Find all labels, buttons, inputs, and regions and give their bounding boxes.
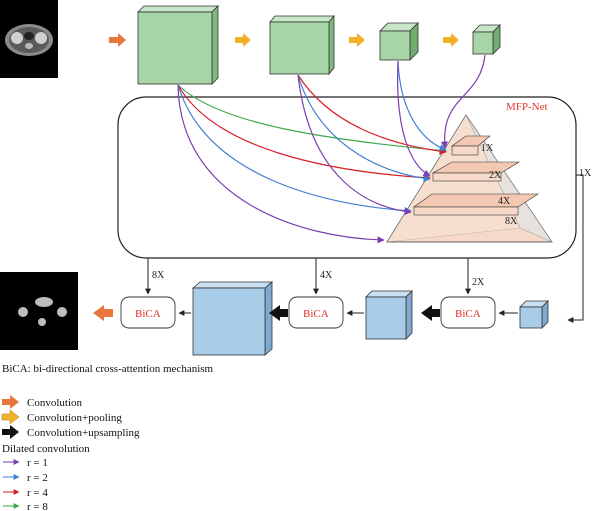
decoder-cube-medium [365,290,413,340]
dilated-connections [177,54,486,244]
legend: Convolution Convolution+pooling Convolut… [1,395,140,511]
legend-convolution-arrow [2,395,19,409]
pyramid-level-4x: 4X [498,196,511,207]
bica-box-3 [440,296,496,329]
bica-box-1-label: BiCA [135,308,161,320]
legend-r8-label: r = 8 [27,501,48,511]
upsampling-arrow-1 [421,305,440,321]
legend-dilated-title: Dilated convolution [2,443,90,455]
mfp-net-box [117,96,577,259]
encoder-cube-4 [472,24,501,55]
pyramid-level-1x: 1X [481,143,494,154]
bica-box-3-label: BiCA [455,308,481,320]
encoder-cube-1 [137,5,219,85]
skip-2x-label: 2X [472,277,485,288]
bica-box-1 [120,296,176,329]
input-image [0,0,58,78]
bica-box-2-label: BiCA [303,308,329,320]
mfp-net-label: MFP-Net [506,101,548,113]
bica-definition: BiCA: bi-directional cross-attention mec… [2,363,214,375]
legend-r4-label: r = 4 [27,487,48,499]
bica-box-2 [288,296,344,329]
skip-8x-label: 8X [152,270,165,281]
pyramid-level-8x: 8X [505,216,518,227]
side-scale-label: 1X [579,168,592,179]
legend-pooling-label: Convolution+pooling [27,412,122,424]
encoder-cube-3 [379,22,419,61]
decoder-cube-small [519,300,549,329]
pooling-arrow-2 [349,33,365,47]
pyramid-level-2x: 2X [489,170,502,181]
legend-convolution-label: Convolution [27,397,83,409]
pooling-arrow-1 [235,33,251,47]
side-connection [567,174,584,323]
feature-pyramid [386,114,553,243]
decoder-cube-large [191,281,274,356]
legend-r2-label: r = 2 [27,472,48,484]
convolution-arrow-output [93,305,113,321]
legend-upsampling-arrow [2,425,19,439]
convolution-arrow [109,33,126,47]
output-segmentation [0,272,78,350]
skip-4x-label: 4X [320,270,333,281]
legend-r1-label: r = 1 [27,457,48,469]
legend-upsampling-label: Convolution+upsampling [27,427,140,439]
legend-pooling-arrow [1,409,20,425]
pooling-arrow-3 [443,33,459,47]
upsampling-arrow-2 [269,305,288,321]
encoder-cube-2 [269,14,335,76]
